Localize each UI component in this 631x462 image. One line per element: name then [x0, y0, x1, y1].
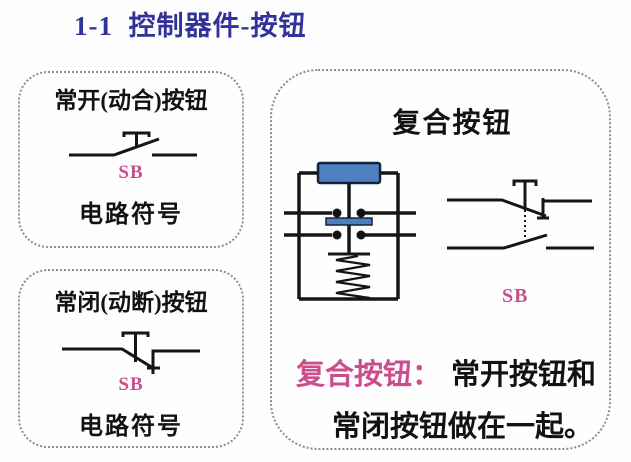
normally-open-caption: 电路符号: [79, 202, 183, 229]
normally-open-pushbutton-symbol-icon: [69, 131, 197, 157]
compound-note-term: 复合按钮：: [296, 359, 442, 391]
compound-note-rest: 常开按钮和: [451, 359, 597, 391]
compound-note-line1: 复合按钮： 常开按钮和: [296, 351, 596, 393]
page-title: 1-1 控制器件-按钮: [74, 11, 307, 41]
compound-heading: 复合按钮: [392, 108, 513, 139]
normally-closed-pushbutton-symbol-icon: [62, 331, 200, 374]
normally-open-heading: 常开(动合)按钮: [54, 88, 208, 113]
compound-button-panel: 复合按钮: [270, 69, 611, 450]
compound-pushbutton-structure-diagram-icon: [284, 161, 416, 301]
normally-closed-heading: 常闭(动断)按钮: [54, 290, 208, 315]
normally-open-button-panel: 常开(动合)按钮 SB 电路符号: [18, 71, 244, 248]
normally-closed-sb-label: SB: [118, 373, 144, 395]
normally-open-sb-label: SB: [118, 161, 144, 183]
compound-pushbutton-circuit-symbol-icon: [447, 179, 594, 250]
compound-note-line2: 常闭按钮做在一起。: [332, 411, 594, 443]
normally-closed-caption: 电路符号: [79, 414, 183, 441]
compound-sb-label: SB: [502, 285, 529, 307]
normally-closed-button-panel: 常闭(动断)按钮 SB 电路符号: [18, 269, 244, 448]
